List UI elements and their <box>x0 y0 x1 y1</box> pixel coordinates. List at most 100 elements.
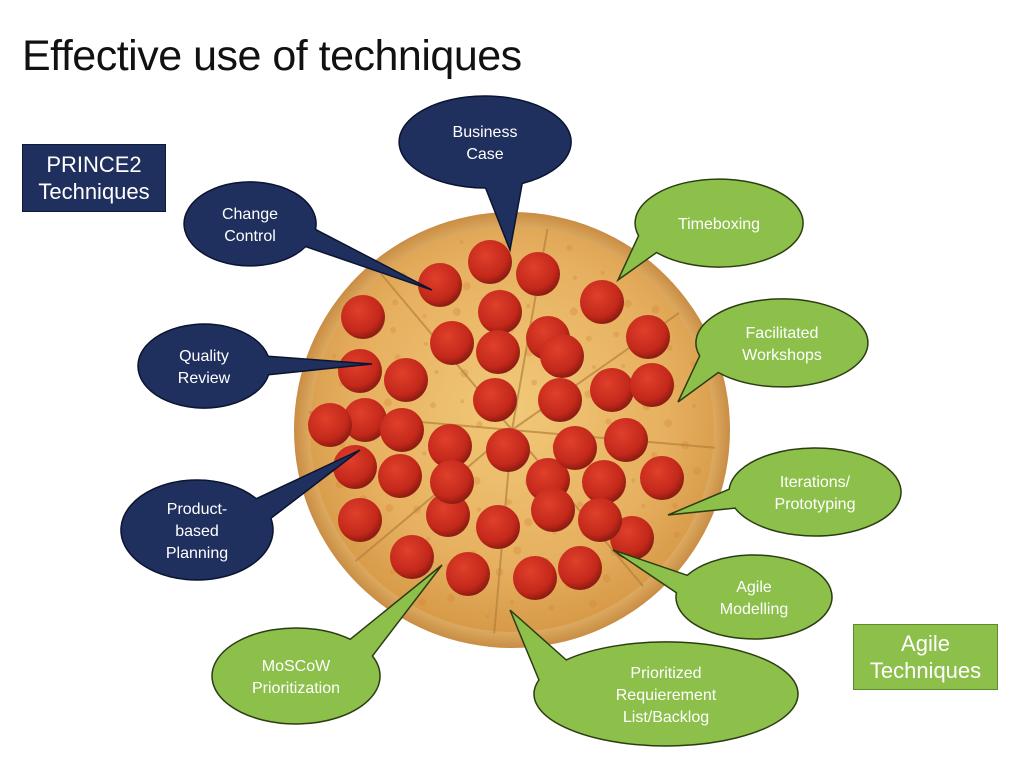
cheese-spot <box>569 307 578 316</box>
pepperoni-slice <box>446 552 490 596</box>
slide-title: Effective use of techniques <box>22 32 522 80</box>
pepperoni-slice <box>333 445 377 489</box>
cheese-spot <box>392 299 399 306</box>
pepperoni-slice <box>473 378 517 422</box>
cheese-spot <box>548 604 555 611</box>
bubble-label: Product- <box>167 501 227 518</box>
cheese-spot <box>476 421 483 428</box>
pepperoni-slice <box>630 363 674 407</box>
cheese-spot <box>613 331 620 338</box>
pepperoni-slice <box>640 456 684 500</box>
pepperoni-slice <box>540 334 584 378</box>
cheese-spot <box>505 499 512 506</box>
pepperoni-slice <box>538 378 582 422</box>
cheese-spot <box>577 501 584 508</box>
slice-cut <box>511 429 644 587</box>
bubble-label: Planning <box>166 545 228 562</box>
bubble-label: Business <box>453 124 518 141</box>
cheese-spot <box>385 504 394 513</box>
pepperoni-slice <box>343 398 387 442</box>
cheese-spot <box>692 404 697 409</box>
legend-prince2-line-1: PRINCE2 <box>46 152 142 177</box>
cheese-spot <box>631 478 636 483</box>
pepperoni-slice <box>426 493 470 537</box>
legend-prince2-techniques: PRINCE2 Techniques <box>22 144 166 212</box>
cheese-spot <box>602 574 611 583</box>
cheese-spot <box>389 327 396 334</box>
pepperoni-slice <box>590 368 634 412</box>
bubble-label: Control <box>224 228 276 245</box>
cheese-spot <box>666 344 673 351</box>
bubble-label: Timeboxing <box>678 216 760 233</box>
cheese-spot <box>418 597 427 606</box>
pepperoni-slice <box>626 315 670 359</box>
legend-agile-line-2: Techniques <box>869 658 982 683</box>
cheese-spot <box>423 341 428 346</box>
bubble-label: Prototyping <box>775 496 856 513</box>
bubble-label: Facilitated <box>746 325 819 342</box>
speech-bubble-shape <box>120 449 361 581</box>
pepperoni-slice <box>486 428 530 472</box>
pepperoni-slice <box>468 240 512 284</box>
pepperoni-slice <box>430 321 474 365</box>
cheese-spot <box>693 467 702 476</box>
cheese-spot <box>446 593 455 602</box>
speech-bubble-shape <box>677 298 869 403</box>
pepperoni-slice <box>476 330 520 374</box>
cheese-spot <box>641 503 646 508</box>
bubble-label: Review <box>178 370 231 387</box>
bubble-layer: BusinessCaseChangeControlQualityReviewPr… <box>120 95 902 747</box>
cheese-spot <box>672 503 679 510</box>
cheese-spot <box>394 354 401 361</box>
pepperoni-slice <box>380 408 424 452</box>
pepperoni-slice <box>553 426 597 470</box>
cheese-spot <box>531 379 538 386</box>
pepperoni-slice <box>582 460 626 504</box>
cheese-spot <box>673 531 680 538</box>
cheese-spot <box>600 270 605 275</box>
cheese-spot <box>422 451 427 456</box>
cheese-spot <box>460 399 465 404</box>
pepperoni-slice <box>418 263 462 307</box>
bubble-label: Requierement <box>616 687 717 704</box>
cheese-spot <box>472 476 481 485</box>
pepperoni-slice <box>478 290 522 334</box>
pepperoni-slice <box>338 349 382 393</box>
pepperoni-slice <box>580 280 624 324</box>
bubble-label: Case <box>466 146 503 163</box>
pepperoni-slice <box>578 498 622 542</box>
bubble-label: MoSCoW <box>262 658 331 675</box>
speech-bubble-shape <box>667 447 902 537</box>
pepperoni-slice <box>558 546 602 590</box>
bubble-label: Prioritization <box>252 680 340 697</box>
pepperoni-slice <box>531 488 575 532</box>
cheese-spot <box>585 335 592 342</box>
cheese-spot <box>383 398 392 407</box>
bubble-label: Quality <box>179 348 229 365</box>
speech-bubble-shape <box>137 323 373 409</box>
cheese-spot <box>510 600 514 605</box>
technique-bubble: Timeboxing <box>616 178 804 283</box>
cheese-spot <box>566 244 573 251</box>
cheese-spot <box>477 507 482 512</box>
pizza-image <box>294 212 730 648</box>
pepperoni-slice <box>430 460 474 504</box>
speech-bubble-shape <box>616 178 804 283</box>
cheese-spot <box>524 518 533 527</box>
cheese-spot <box>592 365 597 370</box>
bubble-label: based <box>175 523 219 540</box>
cheese-spot <box>430 402 437 409</box>
speech-bubble-shape <box>183 181 433 291</box>
cheese-spot <box>459 240 464 245</box>
legend-agile-techniques: Agile Techniques <box>853 624 998 690</box>
bubble-label: Prioritized <box>630 665 701 682</box>
pepperoni-slice <box>378 454 422 498</box>
bubble-label: Modelling <box>720 601 788 618</box>
slice-cut <box>355 429 513 562</box>
legend-prince2-line-2: Techniques <box>38 179 150 204</box>
